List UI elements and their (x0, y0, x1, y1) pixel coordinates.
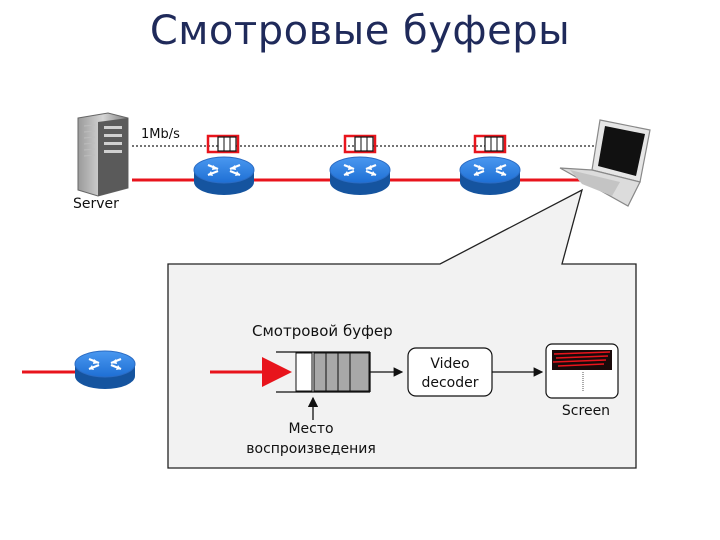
decoder-label-line2: decoder (421, 375, 478, 391)
zoom-panel (167, 188, 637, 469)
router-icon (73, 349, 137, 391)
laptop-icon (559, 119, 651, 207)
screen-label: Screen (562, 403, 610, 419)
router-icon (192, 155, 256, 197)
playback-label-line1: Место (288, 421, 333, 437)
buffer-label: Смотровой буфер (252, 322, 393, 340)
decoder-label-line1: Video (430, 356, 469, 372)
screen-icon (545, 343, 619, 399)
page-title: Смотровые буферы (149, 8, 571, 54)
router-icon (458, 155, 522, 197)
router-queue-icon (206, 134, 240, 154)
buffer-queue-icon (276, 351, 371, 393)
router-icon (328, 155, 392, 197)
server-icon (77, 112, 129, 197)
playback-label-line2: воспроизведения (246, 441, 376, 457)
link-rate-label: 1Mb/s (141, 127, 180, 142)
router-queue-icon (343, 134, 377, 154)
router-queue-icon (473, 134, 507, 154)
server-label: Server (73, 196, 119, 212)
